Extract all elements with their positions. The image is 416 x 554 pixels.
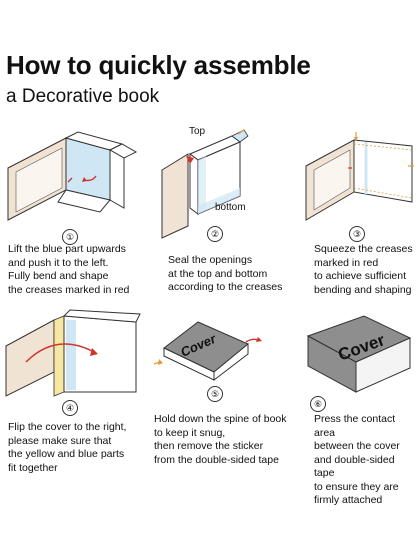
step-1-caption: Lift the blue part upwards and push it t…	[8, 243, 130, 296]
step-4-number: ④	[62, 400, 78, 416]
step-5-illustration: Cover	[153, 321, 262, 382]
step-3-number: ③	[349, 226, 365, 242]
step-6-caption: Press the contact area between the cover…	[314, 413, 400, 506]
step-5-number: ⑤	[207, 386, 223, 402]
step-2-number: ②	[207, 226, 223, 242]
page-title: How to quickly assemble	[6, 50, 311, 80]
step-1-illustration	[7, 131, 138, 221]
page-subtitle: a Decorative book	[6, 86, 160, 107]
step-3-illustration	[305, 132, 414, 221]
step-4-caption: Flip the cover to the right, please make…	[8, 421, 127, 474]
step-6-number: ⑥	[310, 396, 326, 412]
step-2-illustration	[161, 129, 249, 239]
step-5-caption: Hold down the spine of book to keep it s…	[154, 413, 287, 466]
step-2-bottom-label: bottom	[215, 202, 246, 213]
step-6-illustration: Cover	[306, 315, 412, 393]
step-3-caption: Squeeze the creases marked in red to ach…	[314, 243, 413, 296]
step-1-number: ①	[62, 229, 78, 245]
step-4-illustration	[5, 309, 141, 397]
step-2-top-label: Top	[189, 126, 206, 137]
step-2-caption: Seal the openings at the top and bottom …	[168, 254, 283, 293]
